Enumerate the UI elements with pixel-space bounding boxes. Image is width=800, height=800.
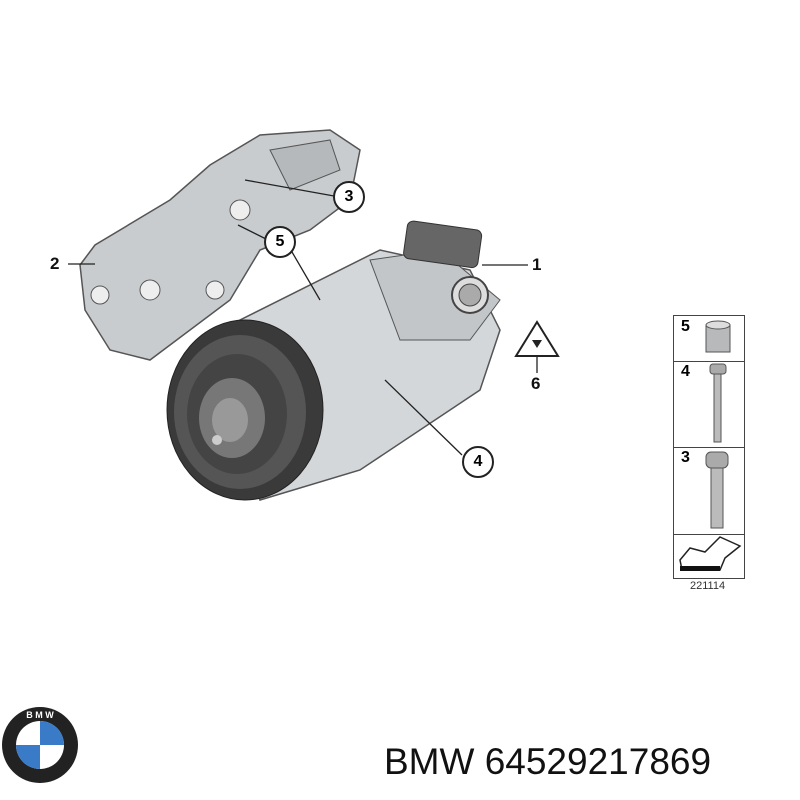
legend-num: 4 [681,363,690,380]
callout-4: 4 [462,446,494,478]
bmw-logo: B M W [2,707,78,783]
flange-bolt-icon [705,451,729,529]
legend-num: 3 [681,449,690,466]
callout-3: 3 [333,181,365,213]
legend-num: 5 [681,318,690,335]
parts-legend-panel: 5 4 3 [673,315,745,579]
part-caption: BMW 64529217869 [384,741,712,782]
callout-6: 6 [531,374,541,393]
warning-triangle-icon [514,320,560,357]
svg-text:B M W: B M W [26,710,54,720]
legend-item-5: 5 [674,316,744,362]
callout-2: 2 [50,254,60,273]
diagram-reference-number: 221114 [690,580,726,592]
callout-5: 5 [264,226,296,258]
legend-item-4: 4 [674,361,744,448]
ac-compressor [166,220,501,501]
direction-arrow-icon [679,536,742,571]
sleeve-icon [705,320,731,353]
bolt-icon [709,363,727,443]
legend-item-3: 3 [674,447,744,535]
callout-1: 1 [532,255,542,274]
leader-lines [68,179,538,456]
